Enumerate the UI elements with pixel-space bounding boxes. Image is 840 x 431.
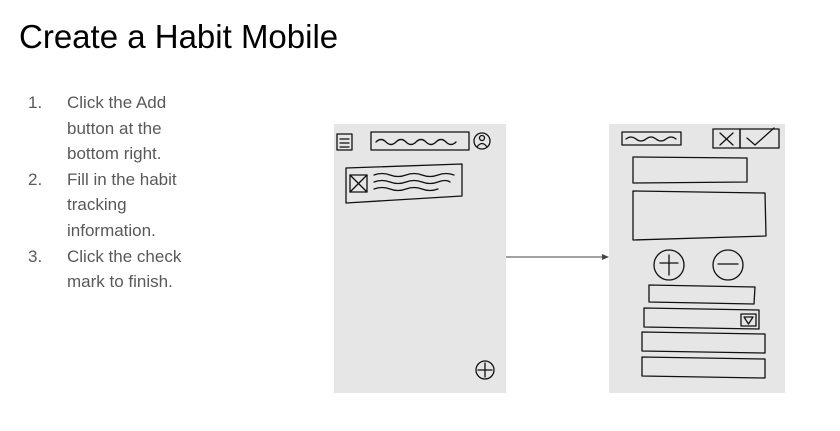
dropdown-icon xyxy=(743,316,754,325)
form-field xyxy=(641,331,766,354)
plus-icon xyxy=(653,249,685,281)
profile-icon xyxy=(473,132,491,150)
step-number: 1. xyxy=(28,93,43,112)
add-icon xyxy=(475,360,495,380)
page-title: Create a Habit Mobile xyxy=(19,18,339,55)
create-habit-sketch xyxy=(609,124,785,393)
title-scribble xyxy=(621,131,682,146)
step-number: 3. xyxy=(28,246,43,266)
step-text: Click the Add button at the bottom right… xyxy=(67,93,167,164)
instruction-step: 2. Fill in the habit tracking informatio… xyxy=(28,167,218,244)
form-field xyxy=(648,284,756,305)
menu-icon xyxy=(336,133,353,151)
check-icon xyxy=(739,127,780,149)
step-text: Click the check mark to finish. xyxy=(67,246,182,292)
dropdown-field xyxy=(643,307,760,330)
form-field xyxy=(641,356,766,379)
search-bar-scribble xyxy=(370,131,470,151)
home-screen-sketch xyxy=(334,124,506,393)
step-number: 2. xyxy=(28,169,43,189)
flow-arrow-icon xyxy=(506,254,609,260)
instruction-list: 1. Click the Add button at the bottom ri… xyxy=(28,90,218,295)
name-field xyxy=(632,156,748,184)
minus-icon xyxy=(712,249,744,281)
instruction-step: 1. Click the Add button at the bottom ri… xyxy=(28,90,218,167)
instruction-step: 3. Click the check mark to finish. xyxy=(28,244,218,295)
close-icon xyxy=(712,128,741,149)
description-field xyxy=(632,190,767,241)
step-text: Fill in the habit tracking information. xyxy=(67,169,177,240)
habit-card xyxy=(345,163,463,204)
